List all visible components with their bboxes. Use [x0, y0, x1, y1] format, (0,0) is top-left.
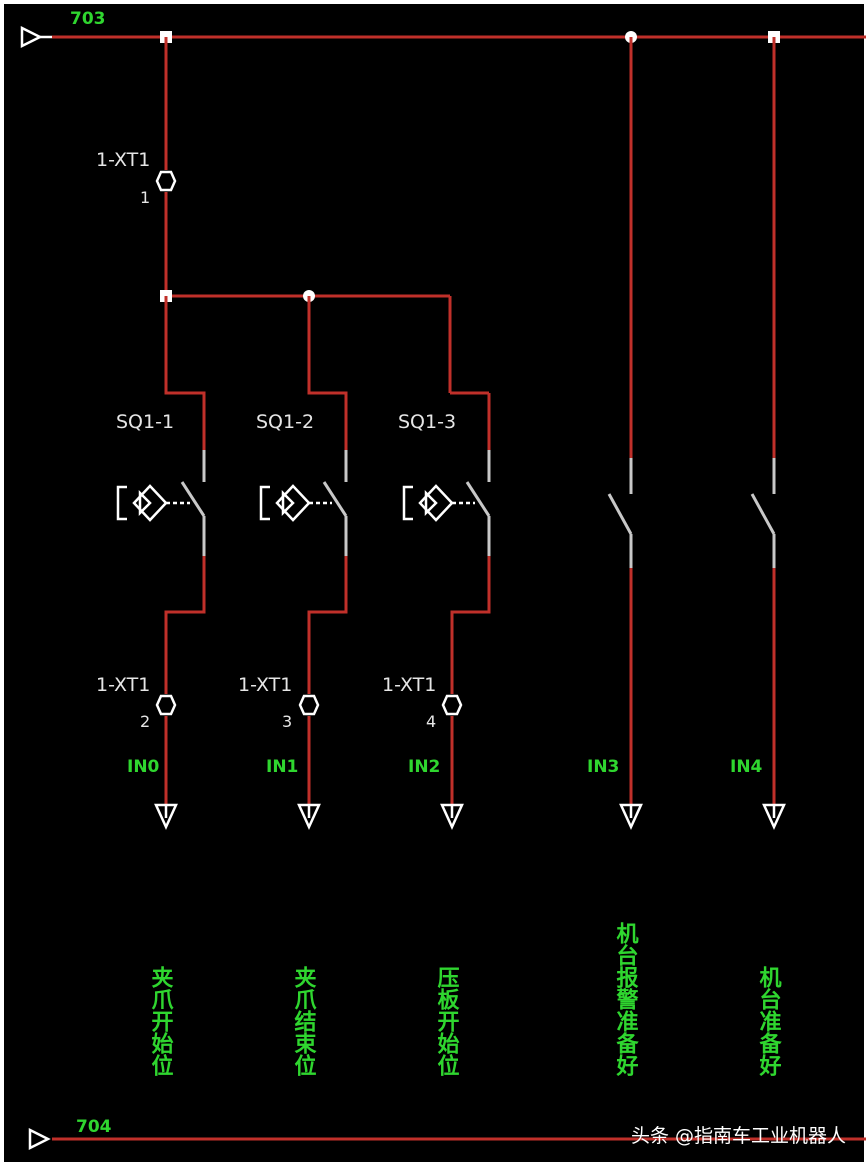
input-label: IN3 — [587, 757, 619, 777]
bottom-rail: 704 — [28, 1117, 866, 1151]
input-label: IN4 — [730, 757, 763, 777]
input-label: IN1 — [266, 757, 298, 777]
input-label: IN2 — [408, 757, 440, 777]
terminal-xt1-2: 1-XT1 2 — [96, 674, 177, 731]
switch-tag: SQ1-1 — [116, 411, 174, 433]
terminal-icon — [155, 170, 177, 192]
input-arrow-icon — [619, 803, 643, 831]
terminal-xt1-3: 1-XT1 3 — [238, 674, 320, 731]
descriptions: 夹爪开始位 夹爪结束位 压板开始位 机台报警准备好 机台准备好 — [148, 922, 783, 1077]
terminal-xt1-1: 1-XT1 1 — [96, 149, 177, 207]
switch-tag: SQ1-3 — [398, 411, 456, 433]
terminal-number: 4 — [426, 712, 436, 731]
terminal-icon — [441, 694, 463, 716]
top-rail-arrow-icon — [20, 25, 43, 49]
description-label: 机台准备好 — [756, 966, 783, 1077]
switch-tag: SQ1-2 — [256, 411, 314, 433]
description-label: 夹爪结束位 — [291, 966, 317, 1076]
description-label: 压板开始位 — [434, 966, 460, 1076]
terminal-number: 3 — [282, 712, 292, 731]
branch-sq1-1: SQ1-1 1-XT1 2 IN0 — [96, 296, 206, 831]
bottom-rail-arrow-icon — [28, 1127, 51, 1151]
bottom-rail-label: 704 — [76, 1117, 112, 1137]
terminal-block-label: 1-XT1 — [238, 674, 292, 696]
proximity-sensor-icon — [259, 484, 332, 522]
input-label: IN0 — [127, 757, 160, 777]
top-rail-label: 703 — [70, 9, 106, 29]
description-label: 机台报警准备好 — [613, 922, 640, 1077]
terminal-block-label: 1-XT1 — [96, 674, 150, 696]
main-trunk: 1-XT1 1 — [96, 37, 177, 296]
proximity-sensor-icon — [116, 484, 190, 522]
terminal-xt1-4: 1-XT1 4 — [382, 674, 463, 731]
terminal-icon — [155, 694, 177, 716]
branch-sq1-3: SQ1-3 1-XT1 4 IN2 — [382, 393, 491, 831]
proximity-sensor-icon — [402, 484, 475, 522]
terminal-block-label: 1-XT1 — [96, 149, 150, 171]
branch-in3: IN3 — [587, 37, 643, 831]
input-arrow-icon — [297, 803, 321, 831]
branch-in4: IN4 — [730, 37, 786, 831]
diagram-background — [4, 4, 864, 1162]
input-arrow-icon — [762, 803, 786, 831]
branch-sq1-2: SQ1-2 1-XT1 3 IN1 — [238, 296, 348, 831]
description-label: 夹爪开始位 — [148, 966, 174, 1076]
terminal-icon — [298, 694, 320, 716]
terminal-number: 1 — [140, 188, 150, 207]
input-arrow-icon — [440, 803, 464, 831]
input-arrow-icon — [154, 803, 178, 831]
watermark: 头条 @指南车工业机器人 — [630, 1125, 846, 1147]
terminal-number: 2 — [140, 712, 150, 731]
terminal-block-label: 1-XT1 — [382, 674, 436, 696]
